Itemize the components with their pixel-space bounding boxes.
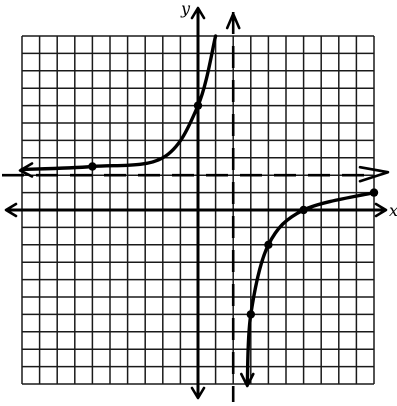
data-point — [246, 310, 255, 319]
axes — [4, 6, 388, 400]
data-point — [193, 101, 203, 110]
x-axis-arrow-left — [4, 202, 18, 218]
x-axis-arrow-right — [374, 202, 388, 218]
curve-left-arrow — [18, 162, 34, 178]
points — [88, 101, 379, 319]
data-point — [264, 240, 273, 249]
y-axis-arrow-bottom — [190, 386, 206, 400]
asymptotes — [2, 12, 390, 402]
y-axis-arrow-top — [190, 6, 206, 20]
curve-bottom-arrow — [239, 372, 255, 388]
data-point — [88, 162, 97, 171]
curve-right-branch — [245, 190, 376, 386]
x-axis-label: x — [389, 201, 397, 220]
y-axis-label: y — [180, 0, 191, 18]
curve-left-branch — [20, 34, 218, 172]
horizontal-asymptote-arrow-right — [358, 165, 390, 183]
vertical-asymptote-arrow-top — [225, 12, 241, 30]
data-point — [299, 205, 308, 215]
data-point — [369, 188, 379, 197]
